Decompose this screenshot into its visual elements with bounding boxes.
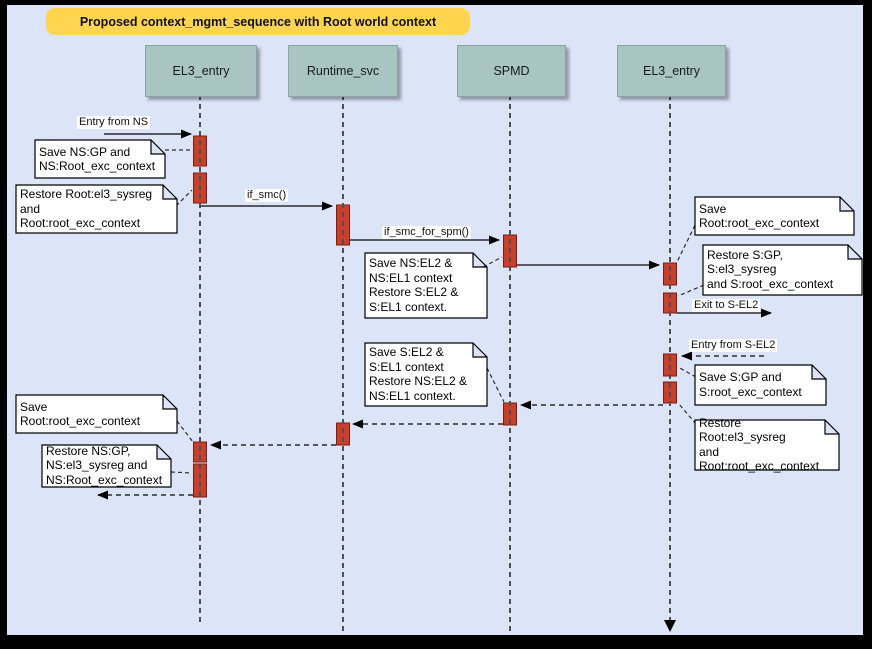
note-shape — [364, 342, 488, 407]
lifeline-end-arrow-icon — [664, 620, 676, 632]
diagram-title: Proposed context_mgmt_sequence with Root… — [46, 8, 470, 35]
note-shapes — [15, 139, 863, 488]
lifeline-head-label: Runtime_svc — [306, 64, 380, 78]
lifeline-head-el3-entry-2: EL3_entry — [617, 45, 726, 97]
diagram-canvas — [7, 5, 863, 635]
note-save-root-exc-left: Save Root:root_exc_context — [20, 399, 141, 429]
note-shape — [694, 196, 855, 236]
note-connector — [176, 420, 194, 443]
note-shape — [694, 364, 827, 406]
note-shape — [34, 139, 166, 179]
note-save-root-exc-right: Save Root:root_exc_context — [699, 201, 820, 231]
lifeline-head-spmd: SPMD — [457, 45, 566, 97]
note-save-s-el2: Save S:EL2 & S:EL1 context Restore NS:EL… — [369, 345, 468, 403]
message-label-entry-from-ns: Entry from NS — [77, 116, 151, 129]
note-shape — [41, 444, 172, 488]
lifeline-head-label: EL3_entry — [172, 64, 230, 78]
dashed-messages — [97, 351, 764, 500]
lifeline-head-label: SPMD — [493, 64, 530, 78]
note-connector — [170, 471, 193, 474]
note-connector — [678, 403, 697, 425]
note-save-ns-el2: Save NS:EL2 & NS:EL1 context Restore S:E… — [369, 256, 459, 314]
message-label-entry-from-sel2: Entry from S-EL2 — [689, 339, 778, 352]
note-save-s-gp: Save S:GP and S:root_exc_context — [699, 370, 802, 399]
note-save-ns-gp: Save NS:GP and NS:Root_exc_context — [39, 144, 156, 174]
note-connector — [677, 284, 705, 297]
lifeline-head-label: EL3_entry — [643, 64, 700, 78]
message-label-exit-to-sel2: Exit to S-EL2 — [692, 299, 761, 312]
note-restore-s-gp: Restore S:GP, S:el3_sysreg and S:root_ex… — [707, 247, 834, 291]
note-shape — [364, 252, 488, 319]
note-connector — [486, 367, 505, 403]
note-restore-root-el3-sysreg-1: Restore Root:el3_sysreg and Root:root_ex… — [20, 187, 153, 231]
lifeline-head-el3-entry-1: EL3_entry — [145, 45, 257, 97]
solid-messages — [104, 129, 772, 318]
lifeline-head-runtime-svc: Runtime_svc — [288, 45, 398, 97]
note-shape — [702, 244, 863, 296]
note-restore-ns-gp: Restore NS:GP, NS:el3_sysreg and NS:Root… — [46, 443, 163, 487]
note-connector — [175, 189, 193, 207]
note-shape — [15, 184, 178, 234]
note-shape — [694, 419, 840, 471]
note-shape — [15, 394, 178, 434]
note-restore-root-el3-sysreg-2: Restore Root:el3_sysreg and Root:root_ex… — [699, 415, 820, 474]
message-label-if-smc: if_smc() — [245, 189, 289, 202]
lifelines — [199, 95, 671, 635]
note-connector — [677, 366, 697, 378]
message-label-if-smc-for-spm: if_smc_for_spm() — [382, 226, 471, 239]
